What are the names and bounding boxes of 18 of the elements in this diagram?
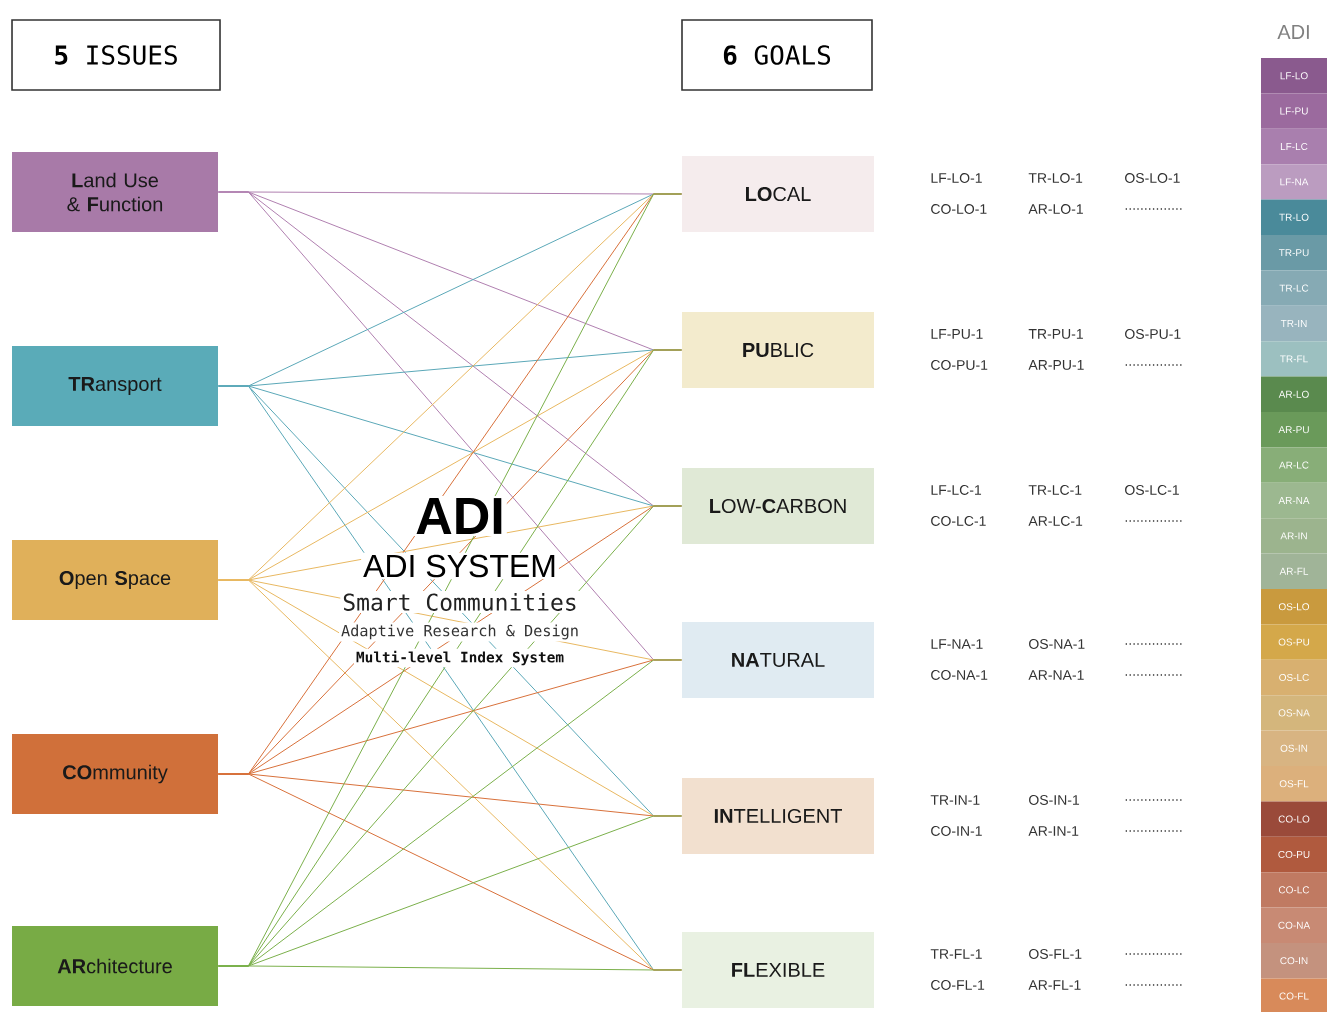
issue-box: COmmunity [12, 734, 218, 814]
connector-line [217, 965, 683, 971]
goal-box: LOW-CARBON [682, 468, 874, 544]
issue-box: Open Space [12, 540, 218, 620]
heading-box: 6 GOALS [681, 19, 873, 91]
goal-box: FLEXIBLE [682, 932, 874, 1008]
issue-box: Land Use & Function [12, 152, 218, 232]
goal-box: PUBLIC [682, 312, 874, 388]
goal-box: INTELLIGENT [682, 778, 874, 854]
heading-box: 5 ISSUES [11, 19, 221, 91]
goal-box: NATURAL [682, 622, 874, 698]
system-subtitle: ADI SYSTEM [361, 552, 559, 580]
column-heading: ADI [1277, 25, 1309, 39]
goal-box: LOCAL [682, 156, 874, 232]
tagline: Smart Communities [340, 591, 580, 613]
system-title: ADI [413, 496, 507, 536]
issue-box: TRansport [12, 346, 218, 426]
issue-box: ARchitecture [12, 926, 218, 1006]
